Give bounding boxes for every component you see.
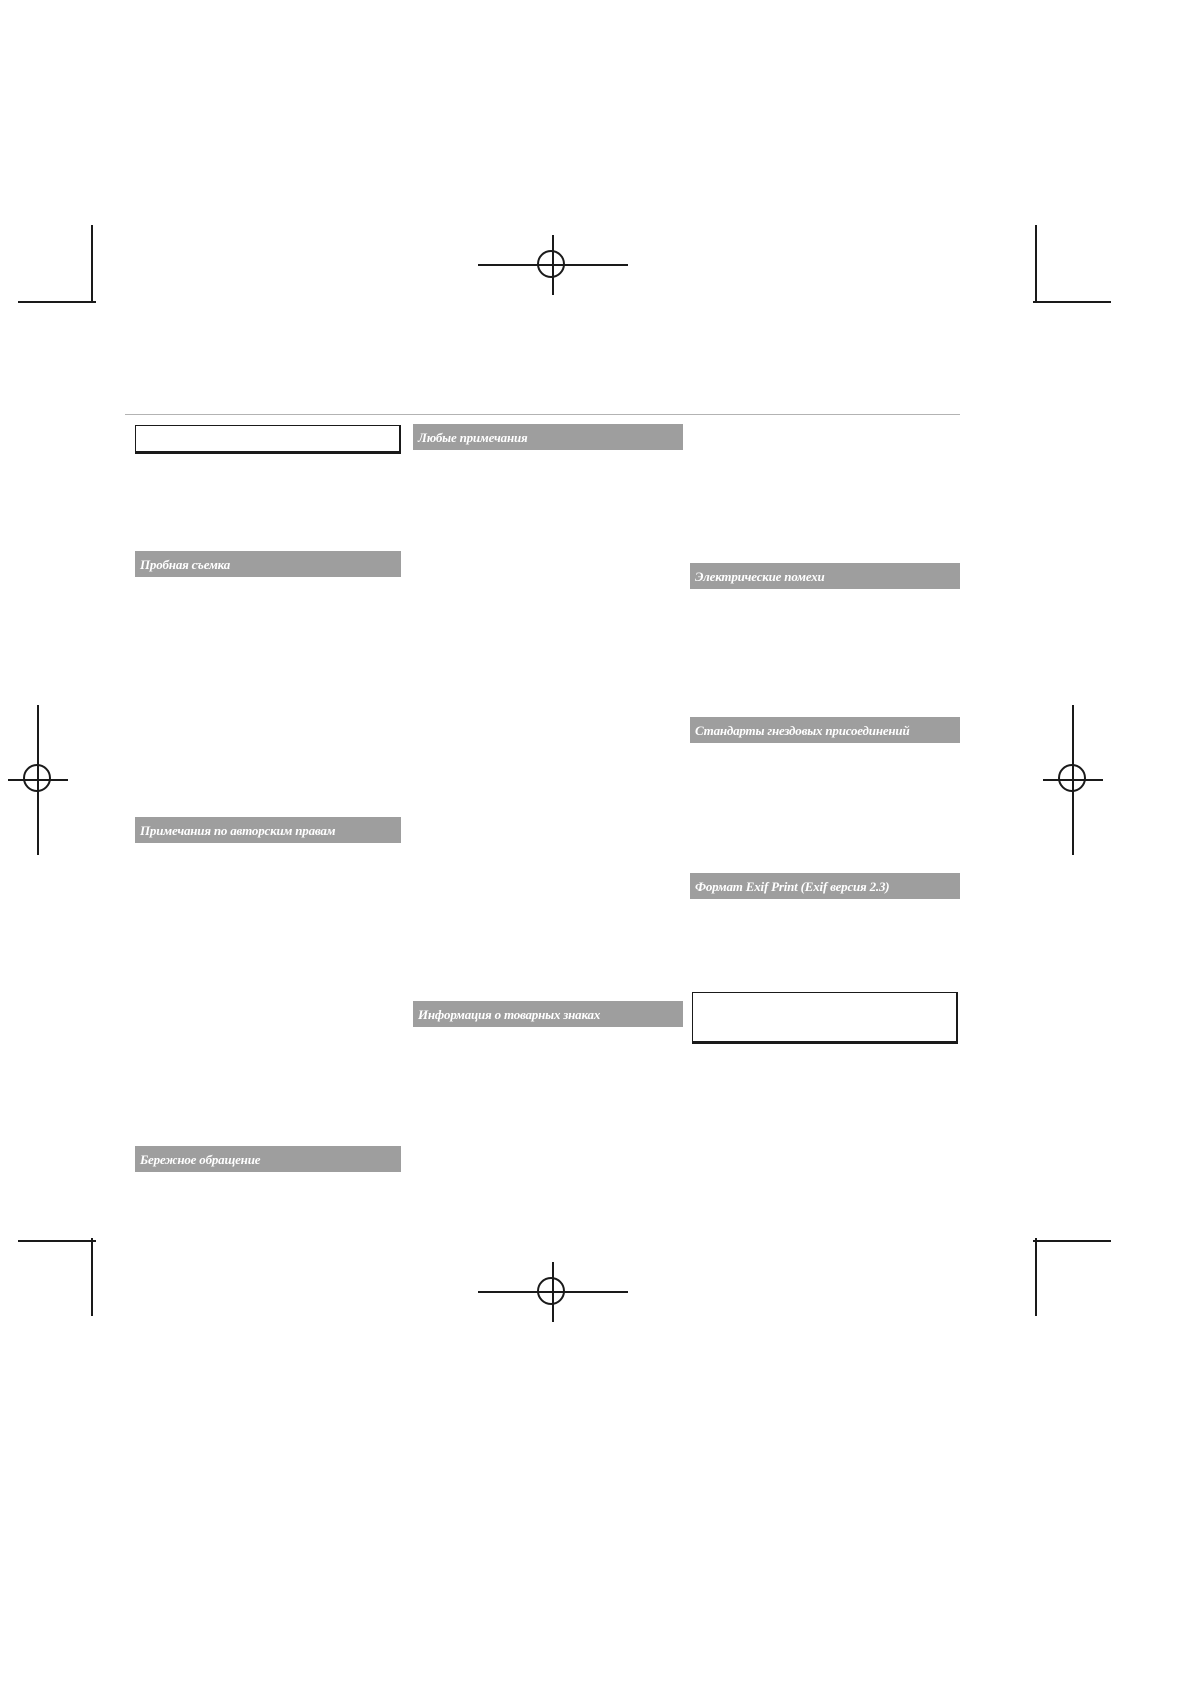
section-header-label: Стандарты гнездовых присоединений bbox=[695, 722, 910, 738]
notice-box bbox=[135, 425, 401, 454]
section-header-label: Примечания по авторским правам bbox=[140, 822, 336, 838]
section-header-trademark-info: Информация о товарных знаках bbox=[413, 1001, 683, 1027]
crop-mark-bottom-right bbox=[1013, 1222, 1111, 1317]
registration-target-left bbox=[8, 705, 68, 855]
section-header-exif-print: Формат Exif Print (Exif версия 2.3) bbox=[690, 873, 960, 899]
section-header-general-notes: Любые примечания bbox=[413, 424, 683, 450]
registration-target-right bbox=[1043, 705, 1103, 855]
section-header-label: Электрические помехи bbox=[695, 568, 825, 584]
section-header-label: Формат Exif Print (Exif версия 2.3) bbox=[695, 878, 890, 894]
exif-note-box bbox=[692, 992, 958, 1044]
section-header-test-shot: Пробная съемка bbox=[135, 551, 401, 577]
section-header-label: Пробная съемка bbox=[140, 556, 231, 572]
section-header-label: Информация о товарных знаках bbox=[418, 1006, 601, 1022]
crop-mark-bottom-left bbox=[18, 1222, 113, 1317]
page-top-rule bbox=[125, 414, 960, 415]
section-header-label: Любые примечания bbox=[418, 429, 528, 445]
section-header-socket-standards: Стандарты гнездовых присоединений bbox=[690, 717, 960, 743]
registration-target-top bbox=[478, 235, 628, 295]
section-header-copyright-notes: Примечания по авторским правам bbox=[135, 817, 401, 843]
section-header-label: Бережное обращение bbox=[140, 1151, 261, 1167]
registration-target-bottom bbox=[478, 1262, 628, 1322]
section-header-electrical-interference: Электрические помехи bbox=[690, 563, 960, 589]
crop-mark-top-left bbox=[18, 225, 113, 320]
section-header-careful-handling: Бережное обращение bbox=[135, 1146, 401, 1172]
crop-mark-top-right bbox=[1013, 225, 1111, 320]
